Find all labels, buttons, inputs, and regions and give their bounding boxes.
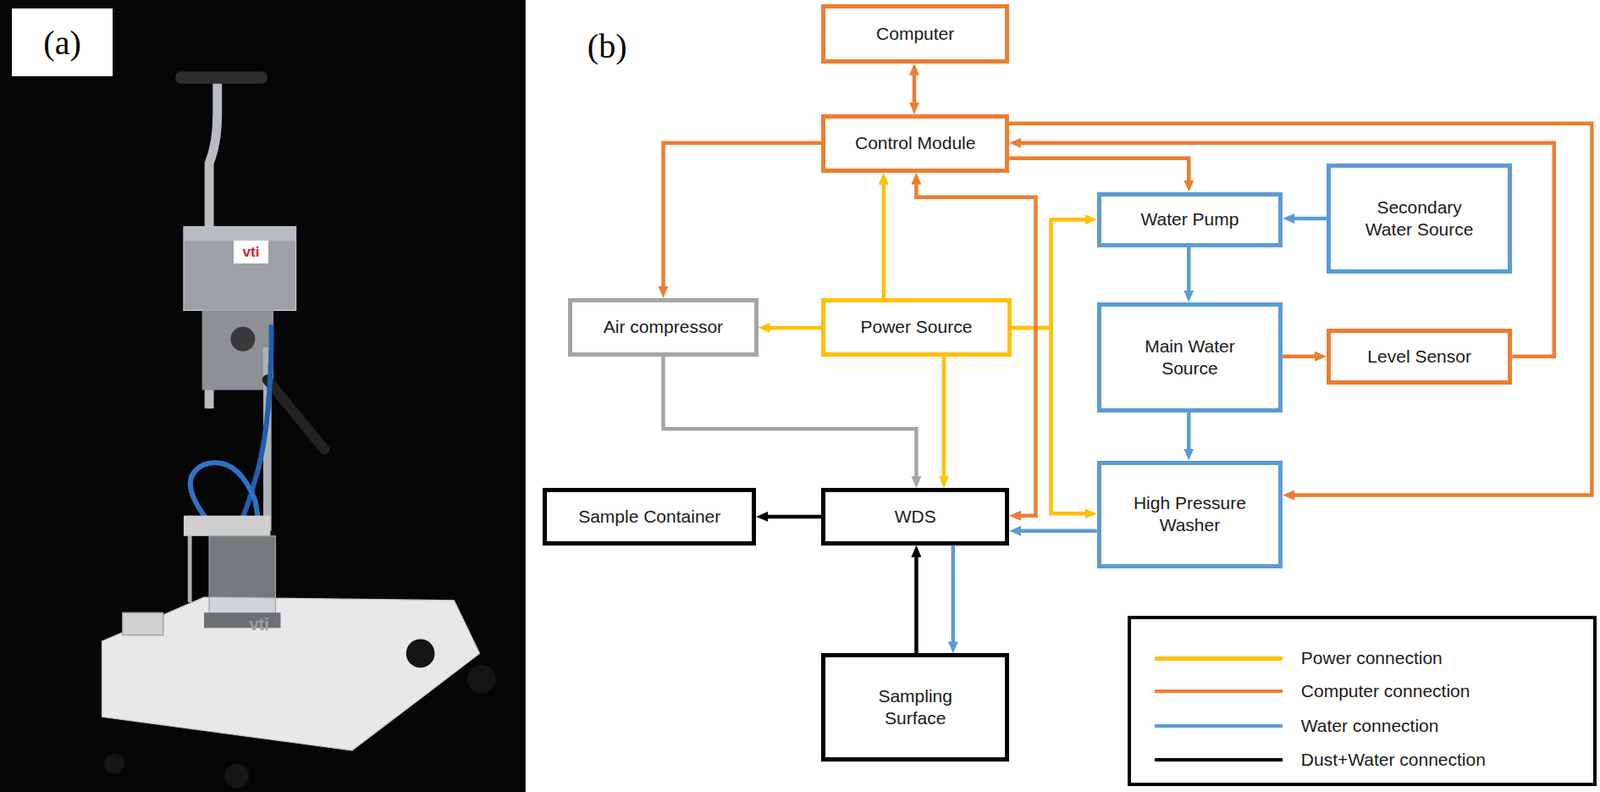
bracket-knob [230,326,255,352]
connector-arrow [1009,158,1189,182]
connector-arrow [882,183,887,298]
process-box: High Pressure Washer [1097,460,1283,569]
box-label: Computer [876,22,955,45]
box-label: WDS [894,505,937,528]
legend-swatch [1154,689,1283,694]
legend-swatch [1154,757,1283,762]
wheel [104,753,125,774]
process-box: Control Module [821,114,1010,173]
wheel [224,763,249,789]
process-box: Computer [821,4,1010,64]
connector-arrow [914,556,919,654]
panel-label: (a) [11,8,112,78]
connector-arrow [915,183,1036,516]
brand-logo: vti [233,240,269,264]
box-label: Sampling Surface [851,684,979,730]
connector-arrow [1020,143,1555,357]
sampling-cylinder [209,535,276,623]
connector-arrow [1186,247,1192,292]
connector-arrow [1186,412,1192,450]
box-label: Level Sensor [1367,345,1472,368]
process-box: WDS [821,487,1010,546]
panel-label: (b) [571,18,643,75]
process-box: Sample Container [542,487,756,546]
base-plate [102,596,480,751]
connector-arrow [1009,123,1592,496]
connector-arrow [662,356,916,478]
box-label: Power Source [860,315,972,338]
brand-logo: vti [237,612,282,637]
legend-swatch [1154,656,1283,661]
box-label: Air compressor [603,315,723,338]
process-box: Main Water Source [1097,302,1283,413]
control-box-lid [183,226,297,242]
legend-label: Water connection [1301,715,1440,736]
connector-arrow [766,514,822,519]
connector-arrow [1011,219,1087,328]
photo-background [0,0,526,792]
legend-box: Power connectionComputer connectionWater… [1127,615,1597,786]
connector-arrow [942,356,947,478]
process-box: Water Pump [1097,192,1283,248]
connector-arrow [912,74,917,104]
process-box: Air compressor [568,297,758,357]
trigger-lever [267,379,326,449]
mast-plate [183,515,271,536]
box-label: Control Module [855,132,976,155]
process-box: Level Sensor [1326,328,1512,385]
connector-arrow [662,143,822,287]
legend-label: Computer connection [1301,680,1471,701]
cylinder-foot [204,612,281,628]
connector-arrow [769,325,823,331]
connector-arrow [1020,529,1098,534]
control-box [183,226,297,311]
handle-bar [175,71,267,83]
process-box: Power Source [821,297,1011,357]
legend-label: Power connection [1301,647,1443,668]
wheel [467,664,497,694]
connector-arrow [1293,216,1327,221]
legend-swatch [1154,723,1283,729]
box-label: Main Water Source [1125,335,1253,381]
legend-label: Dust+Water connection [1301,749,1486,770]
connector-arrow [951,545,956,643]
connector-arrow [1282,353,1316,359]
box-label: High Pressure Washer [1125,491,1253,537]
box-label: Water Pump [1140,208,1239,231]
connector-arrow [1011,327,1087,514]
box-label: Secondary Water Source [1356,196,1484,242]
process-box: Sampling Surface [821,652,1010,762]
side-clamp [122,612,164,635]
box-label: Sample Container [578,505,721,528]
wheel [406,639,436,668]
process-box: Secondary Water Source [1326,163,1512,274]
